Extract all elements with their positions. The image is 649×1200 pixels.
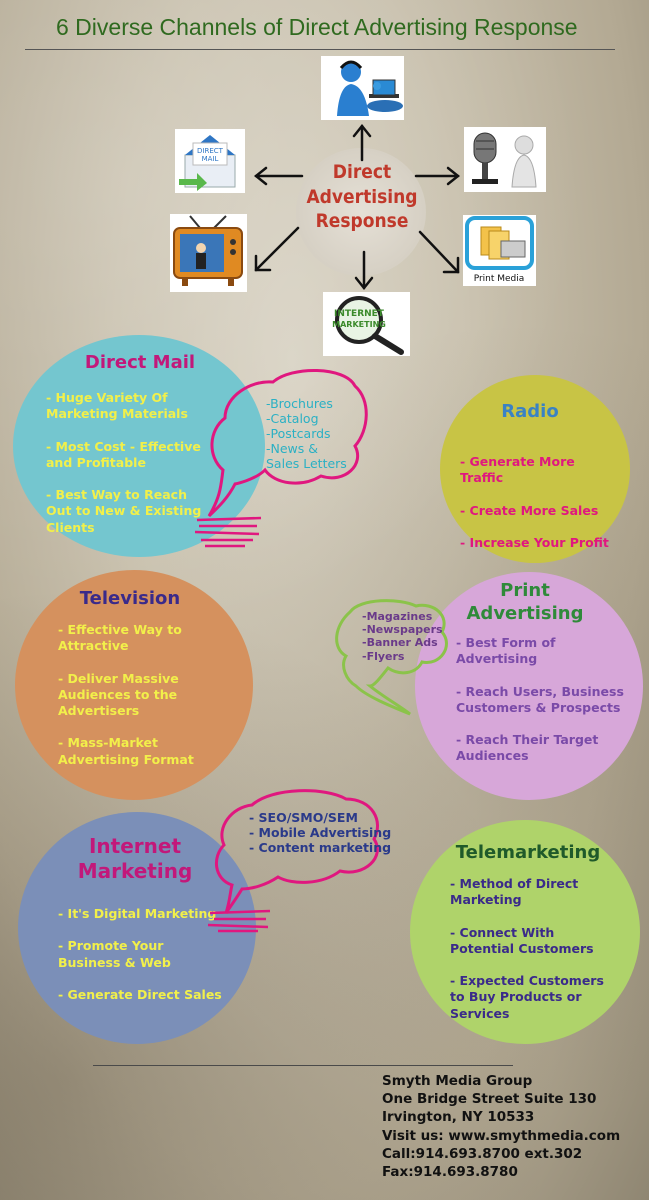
direct-mail-bubble-item-5: Sales Letters: [266, 456, 347, 471]
internet-icon-text-1: INTERNET: [334, 309, 385, 319]
direct-mail-icon-text-1: DIRECT: [197, 147, 224, 155]
direct-mail-speech-bubble: [195, 368, 368, 548]
phone-number: Call:914.693.8700 ext.302: [382, 1145, 583, 1162]
arrow-right-icon: [414, 166, 461, 186]
telemarketing-title: Telemarketing: [455, 842, 601, 863]
direct-mail-title: Direct Mail: [84, 352, 196, 373]
arrow-up-icon: [352, 123, 372, 162]
print-bubble-item-1: -Magazines: [362, 610, 433, 623]
print-bubble-item-2: -Newspapers: [362, 623, 443, 637]
direct-mail-bubble-item-2: -Catalog: [266, 411, 319, 426]
address-line-1: One Bridge Street Suite 130: [382, 1091, 597, 1108]
radio-title: Radio: [501, 401, 559, 422]
hub-circle: [296, 148, 426, 276]
title-divider: [25, 49, 615, 50]
television-bullet-3: - Mass-Market Advertising Format: [58, 735, 194, 767]
internet-marketing-magnifier-icon: INTERNET MARKETING: [323, 292, 410, 356]
arrow-left-icon: [253, 166, 304, 186]
print-bullet-3: - Reach Their Target Audiences: [456, 732, 599, 764]
television-bullet-2: - Deliver Massive Audiences to the Adver…: [58, 670, 179, 719]
radio-bullets: - Generate More Traffic - Create More Sa…: [460, 454, 620, 567]
print-title-line-2: Advertising: [466, 602, 584, 624]
company-name: Smyth Media Group: [382, 1073, 533, 1089]
hub-line-1: Direct: [332, 161, 392, 183]
print-advertising-bullets: - Best Form of Advertising - Reach Users…: [456, 635, 636, 781]
telemarketing-bullet-1: - Method of Direct Marketing: [450, 876, 579, 908]
print-bubble-item-3: -Banner Ads: [362, 636, 438, 650]
fax-number: Fax:914.693.8780: [382, 1164, 518, 1181]
print-bubble-list: -Magazines -Newspapers -Banner Ads -Flye…: [362, 610, 443, 663]
telemarketing-circle: [410, 820, 640, 1044]
footer-divider: [93, 1065, 513, 1066]
internet-bullet-2: - Promote Your Business & Web: [58, 938, 171, 970]
direct-mail-bubble-item-3: -Postcards: [266, 426, 331, 441]
hub-title: Direct Advertising Response: [290, 160, 434, 234]
print-advertising-circle: [415, 572, 643, 800]
internet-bubble-item-2: - Mobile Advertising: [249, 825, 392, 840]
television-circle: [15, 570, 253, 800]
internet-bubble-list: - SEO/SMO/SEM - Mobile Advertising - Con…: [249, 810, 391, 855]
print-title-line-1: Print: [500, 580, 550, 601]
direct-mail-bullets: - Huge Variety Of Marketing Materials - …: [46, 390, 206, 552]
telemarketing-bullet-3: - Expected Customers to Buy Products or …: [450, 973, 604, 1021]
internet-icon-text-2: MARKETING: [332, 320, 386, 329]
radio-bullet-1: - Generate More Traffic: [460, 454, 575, 486]
arrow-down-right-icon: [418, 230, 460, 274]
television-icon: [170, 214, 247, 292]
print-bubble-item-4: -Flyers: [362, 649, 405, 663]
print-bullet-2: - Reach Users, Business Customers & Pros…: [456, 683, 624, 715]
direct-mail-bubble-list: -Brochures -Catalog -Postcards -News & S…: [266, 396, 347, 471]
print-media-icon-label: Print Media: [474, 274, 525, 284]
television-bullets: - Effective Way to Attractive - Deliver …: [58, 622, 208, 784]
telemarketing-bullet-2: - Connect With Potential Customers: [450, 924, 594, 956]
address-line-2: Irvington, NY 10533: [382, 1109, 535, 1126]
internet-title-line-1: Internet: [88, 834, 182, 858]
print-bullet-1: - Best Form of Advertising: [456, 635, 556, 667]
direct-mail-envelope-icon: DIRECT MAIL: [175, 129, 245, 193]
internet-bullet-1: - It's Digital Marketing: [58, 906, 217, 921]
television-title: Television: [79, 588, 181, 609]
radio-microphone-icon: [464, 127, 546, 192]
direct-mail-bullet-3: - Best Way to Reach Out to New & Existin…: [46, 487, 202, 535]
arrow-down-left-icon: [254, 226, 300, 272]
arrow-down-icon: [354, 250, 374, 291]
internet-marketing-title: Internet Marketing: [60, 834, 210, 884]
contact-block: Smyth Media Group One Bridge Street Suit…: [382, 1072, 620, 1181]
internet-bubble-item-3: - Content marketing: [249, 840, 392, 855]
internet-bullet-3: - Generate Direct Sales: [58, 986, 222, 1002]
radio-circle: [440, 375, 630, 563]
internet-marketing-speech-bubble: [207, 789, 379, 933]
print-media-icon: Print Media: [463, 215, 536, 286]
internet-marketing-circle: [18, 812, 256, 1044]
telemarketing-bullets: - Method of Direct Marketing - Connect W…: [450, 876, 620, 1038]
radio-bullet-2: - Create More Sales: [460, 502, 599, 518]
hub-line-3: Response: [315, 210, 409, 233]
print-advertising-speech-bubble: [335, 599, 448, 716]
direct-mail-bullet-1: - Huge Variety Of Marketing Materials: [46, 390, 188, 422]
direct-mail-bubble-item-4: -News &: [266, 441, 319, 456]
internet-bubble-item-1: - SEO/SMO/SEM: [249, 810, 358, 825]
direct-mail-bubble-item-1: -Brochures: [266, 396, 333, 411]
hub-line-2: Advertising: [306, 185, 418, 208]
television-bullet-1: - Effective Way to Attractive: [58, 622, 182, 654]
page-title: 6 Diverse Channels of Direct Advertising…: [56, 14, 578, 40]
website-link[interactable]: Visit us: www.smythmedia.com: [382, 1127, 621, 1144]
hub-arrows: [253, 123, 461, 291]
radio-bullet-3: - Increase Your Profit: [460, 534, 609, 550]
direct-mail-icon-text-2: MAIL: [202, 155, 219, 163]
internet-title-line-2: Marketing: [77, 859, 193, 883]
direct-mail-bullet-2: - Most Cost - Effective and Profitable: [46, 438, 201, 470]
internet-marketing-bullets: - It's Digital Marketing - Promote Your …: [58, 906, 228, 1019]
telemarketing-agent-icon: [321, 56, 404, 120]
print-advertising-title: Print Advertising: [450, 580, 600, 625]
